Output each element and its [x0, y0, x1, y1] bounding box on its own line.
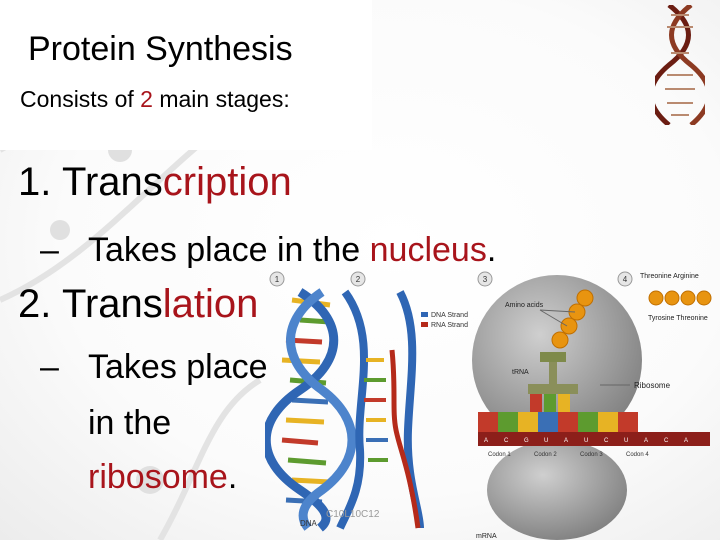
- step-markers: 1 2 3 4: [269, 271, 633, 287]
- subtitle-number: 2: [140, 86, 153, 112]
- figure-legend: DNA Strand RNA Strand: [421, 312, 468, 329]
- trna-molecule: [528, 352, 578, 414]
- base-10: C: [664, 438, 669, 444]
- base-6: U: [584, 438, 588, 444]
- step-4: 4: [623, 275, 628, 284]
- codon-2: Codon 2: [534, 452, 557, 458]
- dash-bullet: –: [40, 348, 59, 386]
- item1-sub-keyword: nucleus: [369, 231, 487, 269]
- list-item-translation: 2.Translation: [18, 282, 258, 327]
- dna-icon: [655, 5, 705, 125]
- step-1: 1: [275, 275, 280, 284]
- base-9: A: [644, 438, 648, 444]
- legend-rna-strand: RNA Strand: [431, 322, 468, 329]
- list-number-1: 1.: [18, 160, 52, 204]
- subtitle-pre: Consists of: [20, 86, 141, 112]
- amino-top-label: Threonine Arginine: [640, 273, 699, 280]
- item2-sub-keyword: ribosome: [88, 458, 228, 496]
- item1-suffix: cription: [162, 160, 292, 204]
- amino-acid-detail: Threonine Arginine Tyrosine Threonine: [640, 273, 712, 322]
- item2-sub-text-1: Takes place: [88, 348, 268, 386]
- base-4: U: [544, 438, 548, 444]
- trna-label: tRNA: [512, 369, 529, 376]
- base-11: A: [684, 438, 688, 444]
- slide-title: Protein Synthesis: [28, 30, 293, 68]
- dna-double-helix: DNA: [265, 288, 357, 532]
- transcription-strands: [336, 289, 424, 530]
- sub-item-nucleus: –Takes place in the nucleus.: [40, 231, 496, 270]
- base-5: A: [564, 438, 568, 444]
- base-8: U: [624, 438, 628, 444]
- amino-acids-label: Amino acids: [505, 302, 544, 309]
- mrna-label: mRNA: [476, 533, 497, 540]
- ribosome-label: Ribosome: [634, 381, 671, 390]
- mrna-strip: A C G U A U C U A C A Codon 1 Codon 2 Co…: [476, 412, 710, 540]
- item1-sub-text: Takes place in the: [88, 231, 370, 269]
- legend-dna-strand: DNA Strand: [431, 312, 468, 319]
- sub-item-ribosome-line3: ribosome.: [88, 458, 237, 497]
- slide-subtitle: Consists of 2 main stages:: [20, 86, 290, 113]
- codon-4: Codon 4: [626, 452, 649, 458]
- step-3: 3: [483, 275, 488, 284]
- item2-sub-period: .: [227, 458, 238, 496]
- codon-1: Codon 1: [488, 452, 511, 458]
- item1-prefix: Trans: [62, 160, 163, 204]
- base-7: C: [604, 438, 609, 444]
- list-number-2: 2.: [18, 282, 52, 326]
- base-3: G: [524, 438, 529, 444]
- item1-sub-period: .: [486, 231, 497, 269]
- codon-3: Codon 3: [580, 452, 603, 458]
- amino-acid-chain: [551, 289, 594, 349]
- ribosome-illustration: Amino acids tRNA Ribosome: [472, 275, 671, 540]
- base-2: C: [504, 438, 509, 444]
- protein-synthesis-figure: 1 2 3 4 DNA: [265, 271, 712, 540]
- sub-item-ribosome-line2: in the: [88, 404, 172, 442]
- item2-prefix: Trans: [62, 282, 163, 326]
- dna-label: DNA: [300, 519, 318, 528]
- amino-bottom-label: Tyrosine Threonine: [648, 315, 708, 322]
- subtitle-post: main stages:: [152, 86, 290, 112]
- dash-bullet: –: [40, 231, 59, 269]
- title-backdrop: [0, 0, 372, 150]
- step-2: 2: [356, 275, 361, 284]
- base-1: A: [484, 438, 488, 444]
- list-item-transcription: 1.Transcription: [18, 160, 292, 205]
- sub-item-ribosome-line1: –Takes place: [40, 348, 268, 387]
- code-label: C10L10C12: [326, 509, 380, 520]
- item2-suffix: lation: [162, 282, 259, 326]
